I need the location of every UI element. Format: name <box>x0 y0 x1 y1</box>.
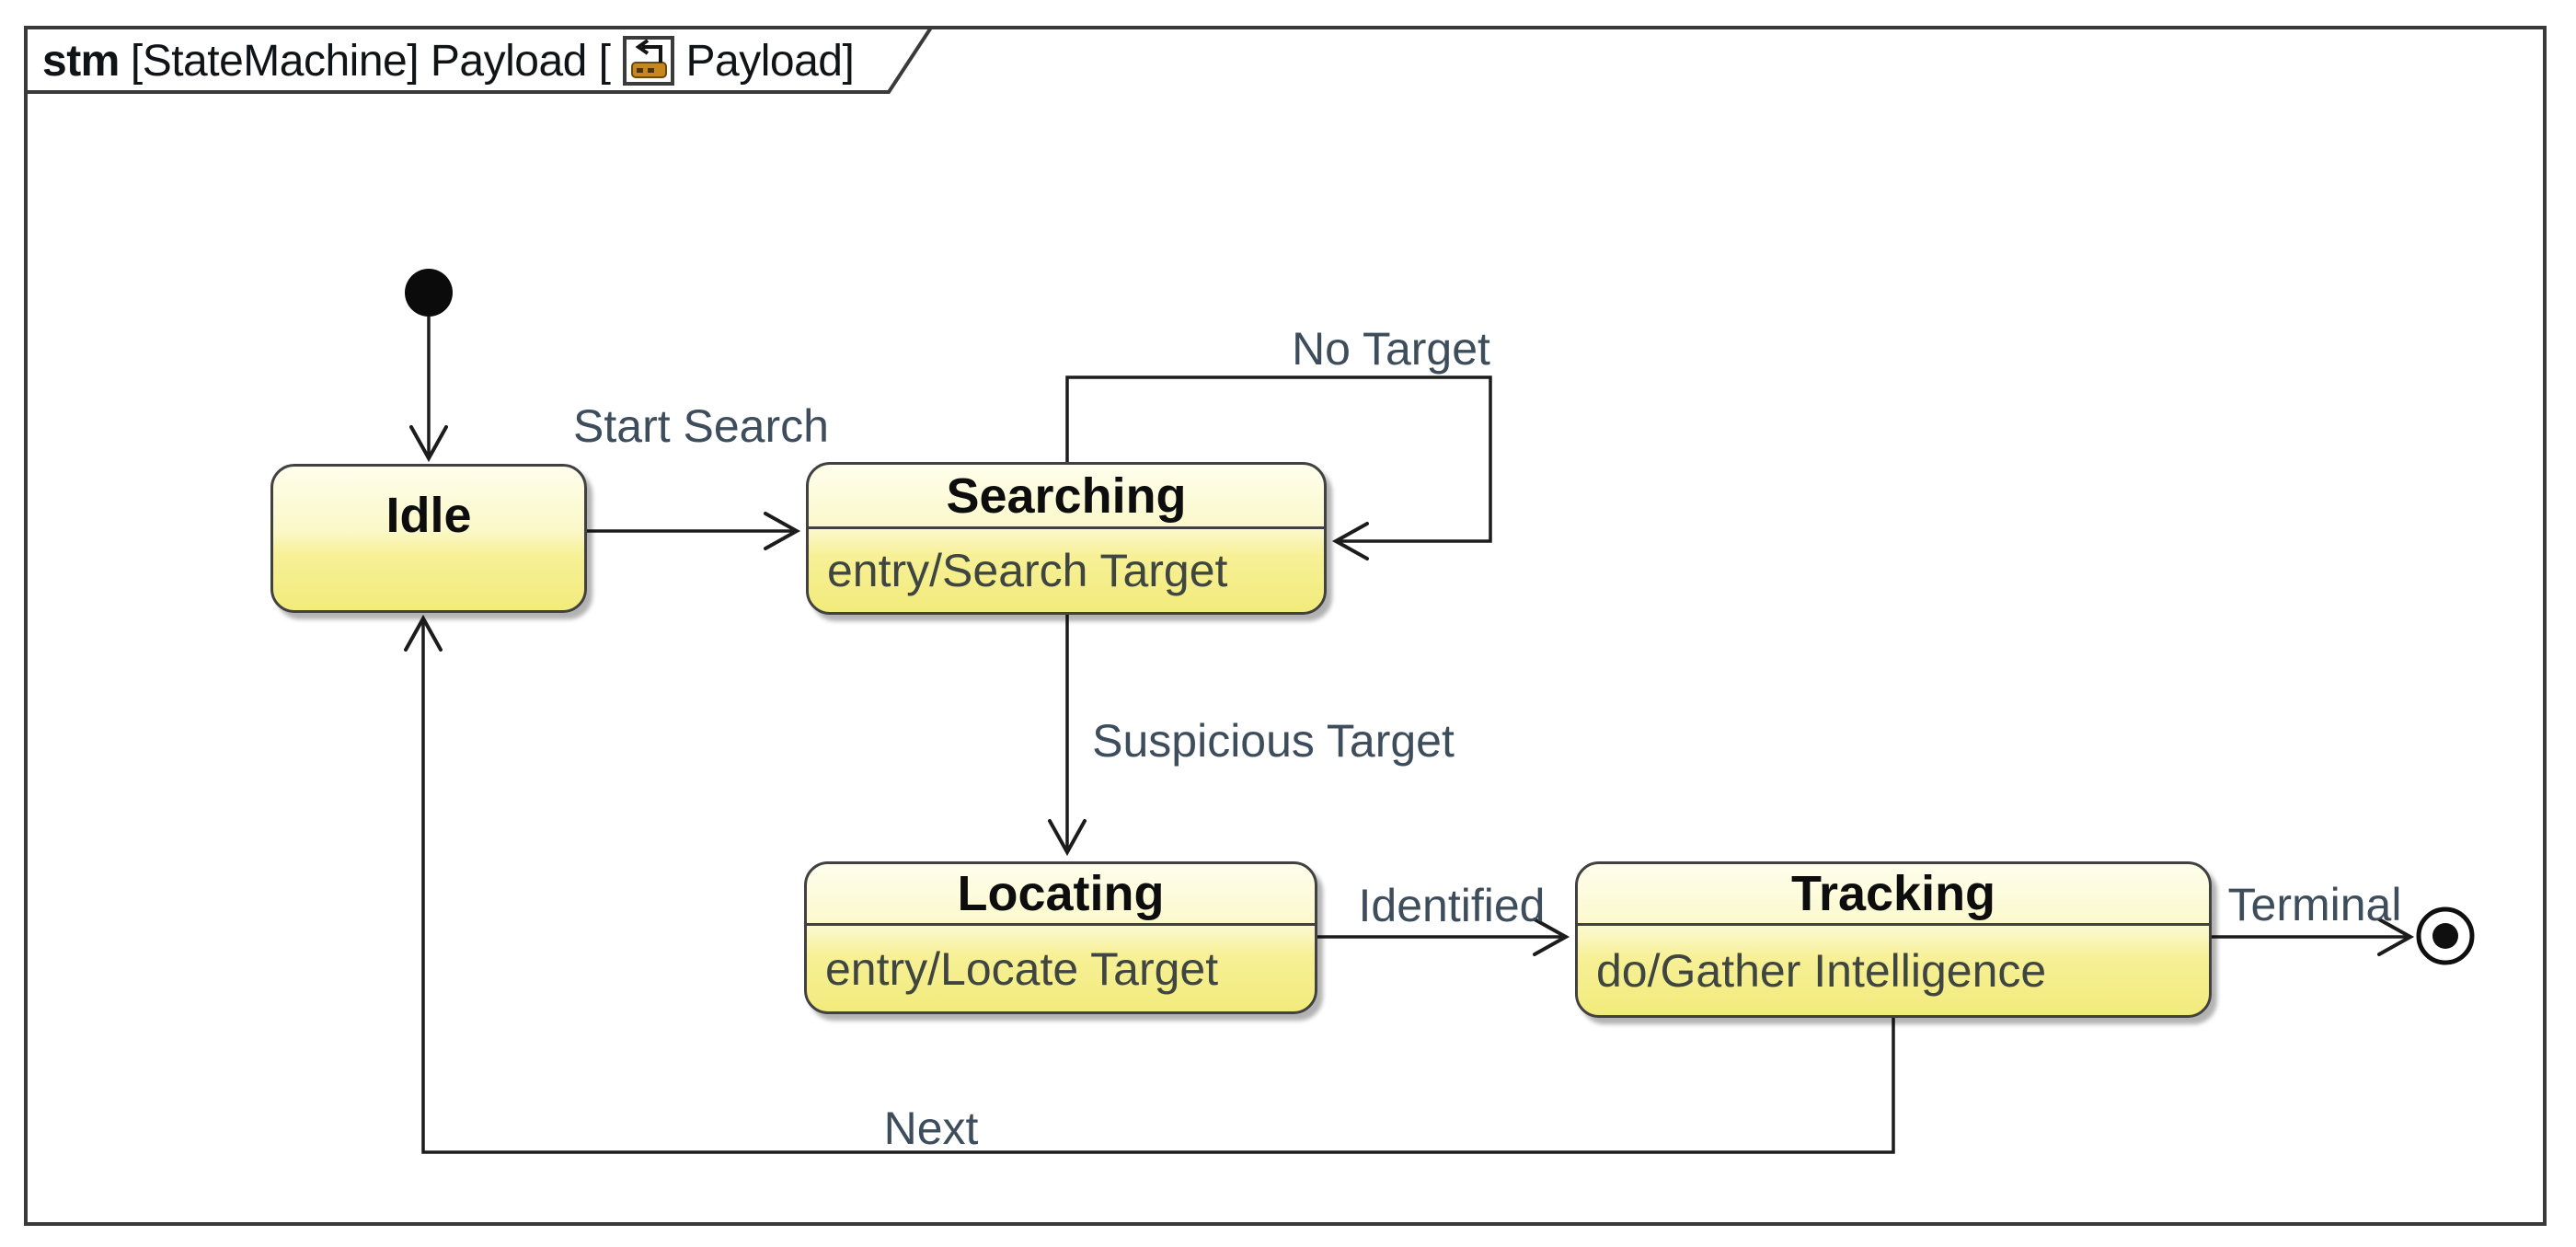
state-idle-name: Idle <box>385 488 472 543</box>
diagram-frame-tab <box>24 26 935 94</box>
transition-no-target-path[interactable] <box>1065 375 1492 560</box>
state-tracking-activity: do/Gather Intelligence <box>1578 923 2209 1015</box>
state-searching-name: Searching <box>946 468 1187 524</box>
transition-next-path[interactable] <box>404 614 1895 1154</box>
frame-title-right: Payload] <box>685 36 855 86</box>
transition-label-no-target[interactable]: No Target <box>1292 323 1490 375</box>
transition-label-start-search[interactable]: Start Search <box>573 400 829 452</box>
transition-label-suspicious-target[interactable]: Suspicious Target <box>1092 715 1455 767</box>
state-idle[interactable]: Idle <box>270 464 587 613</box>
state-searching-activity: entry/Search Target <box>809 526 1324 612</box>
state-locating[interactable]: Locating entry/Locate Target <box>804 861 1317 1014</box>
state-machine-diagram-icon <box>622 35 675 87</box>
state-tracking[interactable]: Tracking do/Gather Intelligence <box>1575 861 2212 1018</box>
final-state-node[interactable] <box>2416 906 2475 965</box>
state-searching[interactable]: Searching entry/Search Target <box>806 462 1327 615</box>
state-locating-name: Locating <box>957 866 1165 921</box>
diagram-frame <box>24 26 2547 1226</box>
transition-label-next[interactable]: Next <box>883 1103 979 1154</box>
frame-title-left: [StateMachine] Payload [ <box>130 36 611 86</box>
frame-heading: stm [StateMachine] Payload [ Payload] <box>42 35 855 87</box>
initial-state-node[interactable] <box>405 269 453 317</box>
frame-kind-keyword: stm <box>42 36 120 86</box>
transition-label-identified[interactable]: Identified <box>1358 880 1546 931</box>
state-locating-activity: entry/Locate Target <box>807 923 1315 1011</box>
transition-label-terminal[interactable]: Terminal <box>2227 879 2402 930</box>
state-tracking-name: Tracking <box>1790 866 1996 921</box>
